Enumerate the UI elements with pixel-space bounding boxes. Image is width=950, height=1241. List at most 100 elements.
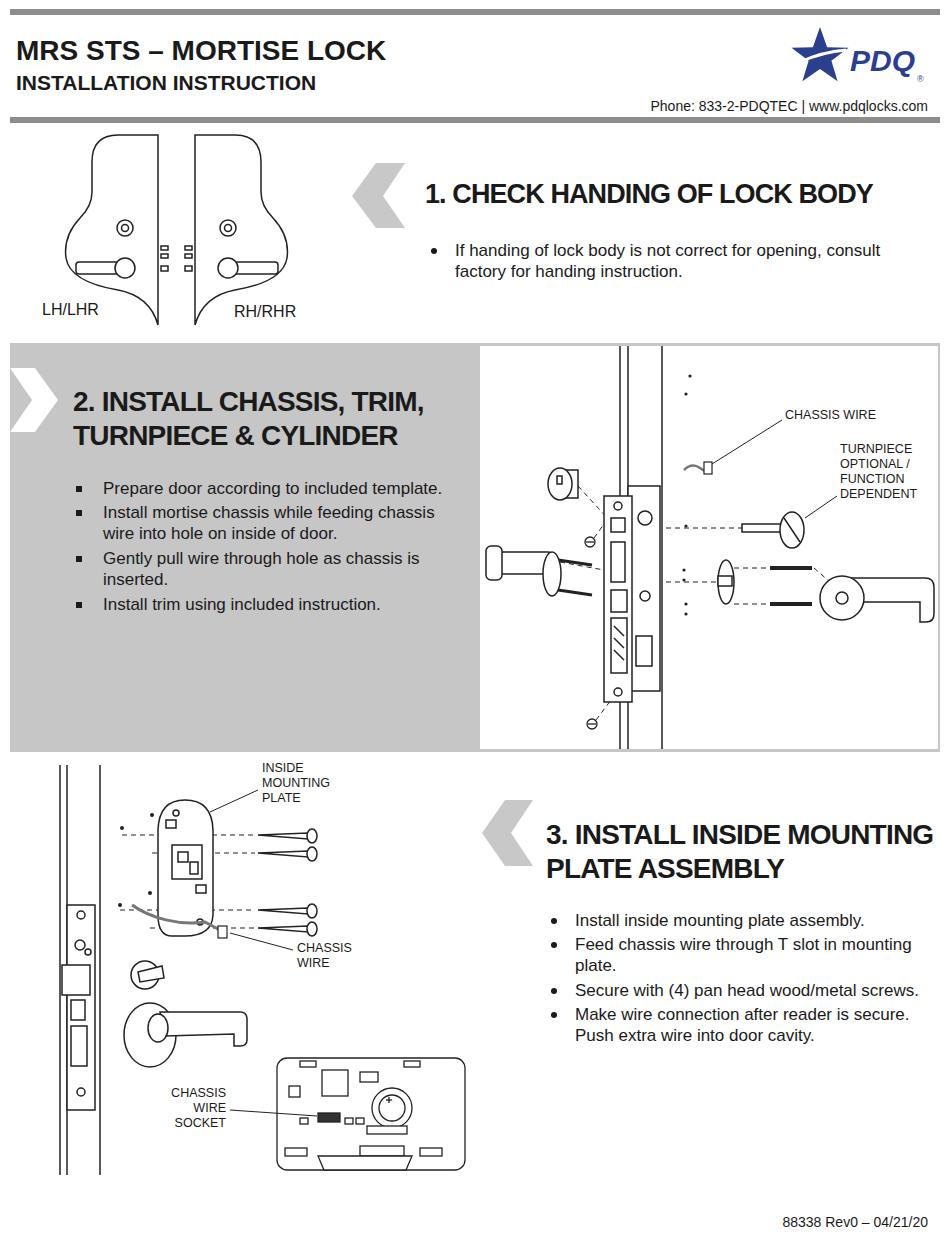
lock-trim-handing: [115, 258, 135, 278]
bullet-text: Prepare door according to included templ…: [103, 478, 453, 499]
turnpiece: [784, 518, 800, 542]
text-holder: MRS STS – MORTISE LOCK: [16, 34, 616, 68]
door-prep-holes: [688, 374, 691, 377]
door-edge: [60, 765, 100, 1175]
leader-line: [805, 496, 837, 518]
outside-lever: [486, 546, 502, 580]
bullet-item: Feed chassis wire through T slot in moun…: [575, 934, 937, 977]
mortise-chassis: [614, 502, 622, 510]
registered-mark: ®: [917, 75, 931, 85]
logo-star: [792, 27, 849, 81]
lock-trim-handing: [122, 225, 129, 232]
lock-trim-handing: [185, 254, 192, 258]
bullet-item: Install inside mounting plate assembly.: [575, 910, 937, 931]
logo-star: [800, 50, 846, 62]
step-heading: 2. INSTALL CHASSIS, TRIM, TURNPIECE & CY…: [73, 385, 468, 452]
mortise-chassis: [614, 638, 624, 648]
inside-mounting-plate: [173, 810, 179, 816]
callout-label: CHASSIS WIRE: [297, 941, 372, 971]
bullet-item: Install trim using included instruction.: [103, 594, 453, 615]
reader-board: [322, 1070, 348, 1096]
reader-board: [356, 1118, 364, 1124]
mortise-chassis: [614, 650, 624, 660]
reader-board: [360, 1072, 378, 1082]
bullet-text: Secure with (4) pan head wood/metal scre…: [575, 980, 937, 1001]
text-holder: ®: [917, 75, 931, 85]
leader-line: [230, 933, 293, 950]
text-holder: 1. CHECK HANDING OF LOCK BODY: [425, 178, 935, 210]
lock-trim-handing: [161, 254, 168, 258]
lock-trim-handing: [161, 266, 168, 271]
header-rule: [10, 117, 940, 123]
lock-trim-handing: [185, 266, 192, 271]
reader-board: [300, 1061, 316, 1067]
inside-mounting-plate: [158, 800, 213, 936]
text-holder: TURNPIECE OPTIONAL / FUNCTION DEPENDENT: [840, 442, 935, 502]
bullet-dot: [431, 248, 437, 254]
mounting-screw: [307, 904, 317, 918]
bullet-dot: [551, 942, 557, 948]
lock-trim-handing: [117, 220, 133, 236]
mortise-faceplate: [62, 905, 95, 1110]
mortise-chassis: [614, 688, 622, 696]
callout-label: CHASSIS WIRE: [785, 408, 895, 423]
inside-mounting-plate: [190, 862, 198, 874]
step-chevron: [482, 800, 533, 866]
bullet-dot: [551, 918, 557, 924]
turnpiece: [138, 966, 164, 982]
subtitle: INSTALLATION INSTRUCTION: [16, 70, 516, 95]
lock-exploded-view: [480, 346, 938, 749]
lock-trim-handing: [218, 258, 238, 278]
logo-star: [792, 27, 849, 81]
leader-line: [230, 1110, 317, 1116]
illustration-panel: CHASSIS WIRE TURNPIECE OPTIONAL / FUNCTIO…: [480, 346, 938, 749]
document-number: 88338 Rev0 – 04/21/20: [600, 1214, 928, 1231]
bullet-item: Gently pull wire through hole as chassis…: [103, 548, 453, 591]
bullet-text: Install mortise chassis while feeding ch…: [103, 502, 453, 545]
reader-board: [372, 1088, 412, 1128]
door-prep-holes: [682, 578, 685, 581]
inside-trim: [820, 576, 864, 620]
faceplate-screw: [586, 541, 594, 542]
reader-board: [367, 1126, 407, 1134]
mortise-chassis: [604, 486, 660, 702]
inside-mounting-plate: [172, 845, 202, 879]
reader-board: [277, 1058, 465, 1170]
mortise-chassis: [611, 518, 625, 532]
chassis-wire: [704, 462, 712, 474]
lever-trim: [148, 1014, 168, 1042]
mortise-chassis: [628, 486, 660, 691]
mortise-chassis: [638, 511, 652, 525]
mortise-faceplate: [85, 949, 91, 955]
mortise-faceplate: [62, 965, 90, 995]
chassis-wire: [684, 462, 712, 474]
mounting-screw: [307, 922, 317, 936]
lock-trim-handing: [195, 135, 287, 325]
contact-line: Phone: 833-2-PDQTEC | www.pdqlocks.com: [520, 98, 928, 115]
mortise-faceplate: [71, 1026, 87, 1066]
mounting-screw: [258, 833, 308, 839]
mortise-chassis: [604, 496, 632, 702]
lever-trim: [124, 1003, 247, 1067]
reader-board: [318, 1113, 340, 1122]
bullet-item: Make wire connection after reader is sec…: [575, 1004, 937, 1047]
inside-mounting-plate: [166, 820, 176, 828]
reader-board: [277, 1058, 465, 1170]
step-chevron: [352, 163, 405, 228]
mounting-screw: [258, 829, 317, 936]
step-chevron: [10, 368, 58, 432]
mounting-screw: [258, 908, 308, 914]
mortise-chassis: [636, 636, 652, 666]
outside-lever: [558, 560, 592, 565]
inside-mounting-plate: [196, 885, 206, 893]
logo-text: PDQ: [850, 44, 930, 79]
turnpiece: [742, 512, 804, 548]
step-heading: 3. INSTALL INSIDE MOUNTING PLATE ASSEMBL…: [546, 818, 944, 885]
text-holder: Phone: 833-2-PDQTEC | www.pdqlocks.com: [520, 98, 928, 115]
step-heading: 1. CHECK HANDING OF LOCK BODY: [425, 178, 935, 210]
mortise-faceplate: [75, 940, 85, 950]
text-holder: CHASSIS WIRE SOCKET: [150, 1086, 226, 1131]
assembly-path: [734, 604, 770, 605]
step-band: 2. INSTALL CHASSIS, TRIM, TURNPIECE & CY…: [10, 343, 940, 752]
